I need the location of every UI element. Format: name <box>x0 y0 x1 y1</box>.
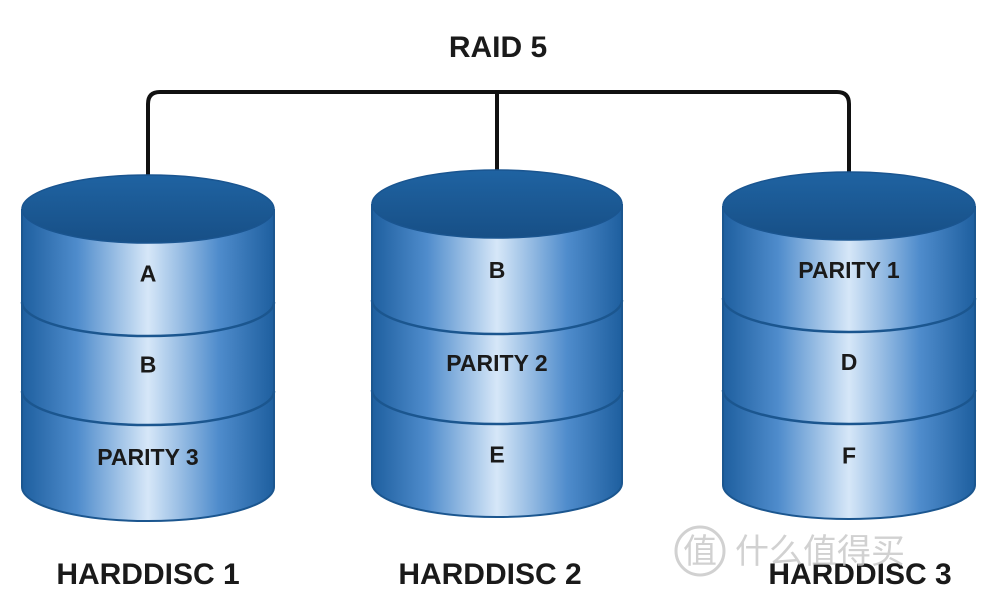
watermark-text: 什么值得买 <box>735 532 905 572</box>
watermark-badge-glyph: 值 <box>683 532 717 572</box>
disk-name-label: HARDDISC 2 <box>398 558 581 591</box>
disk-segment-label: PARITY 3 <box>97 444 198 470</box>
disk-segment-label: PARITY 1 <box>798 257 900 283</box>
diagram-title: RAID 5 <box>449 31 547 64</box>
zhi-badge-icon <box>674 525 726 577</box>
segment-divider <box>721 389 977 426</box>
harddisc-1: A B PARITY 3 HARDDISC 1 <box>20 174 276 591</box>
segment-divider <box>370 299 624 336</box>
segment-divider <box>20 301 276 338</box>
disk-segment-label: B <box>489 257 506 283</box>
disk-segment-label: A <box>140 261 157 287</box>
disk-segment-label: PARITY 2 <box>446 350 547 376</box>
segment-divider <box>20 390 276 427</box>
disk-outline <box>371 204 623 518</box>
segment-divider <box>721 297 977 334</box>
harddisc-2: B PARITY 2 E HARDDISC 2 <box>370 169 624 591</box>
watermark: 值 什么值得买 <box>674 525 905 577</box>
disk-top-face <box>21 174 275 244</box>
disk-array: A B PARITY 3 HARDDISC 1 B PARITY 2 E HARDDISC 2… <box>20 169 977 591</box>
disk-segment-label: D <box>841 349 858 375</box>
disk-segment-label: F <box>842 443 856 469</box>
disk-body <box>723 206 975 519</box>
harddisc-3: PARITY 1 D F HARDDISC 3 <box>721 171 977 591</box>
disk-top-face <box>722 171 976 241</box>
disk-body <box>372 204 622 517</box>
disk-top-face <box>371 169 623 239</box>
disk-body <box>22 209 274 521</box>
disk-outline <box>21 209 275 522</box>
disk-segment-label: E <box>489 442 504 468</box>
disk-segment-label: B <box>140 352 157 378</box>
disk-outline <box>722 206 976 520</box>
disk-name-label: HARDDISC 1 <box>56 558 239 591</box>
disk-name-label: HARDDISC 3 <box>768 558 951 591</box>
segment-divider <box>370 389 624 426</box>
